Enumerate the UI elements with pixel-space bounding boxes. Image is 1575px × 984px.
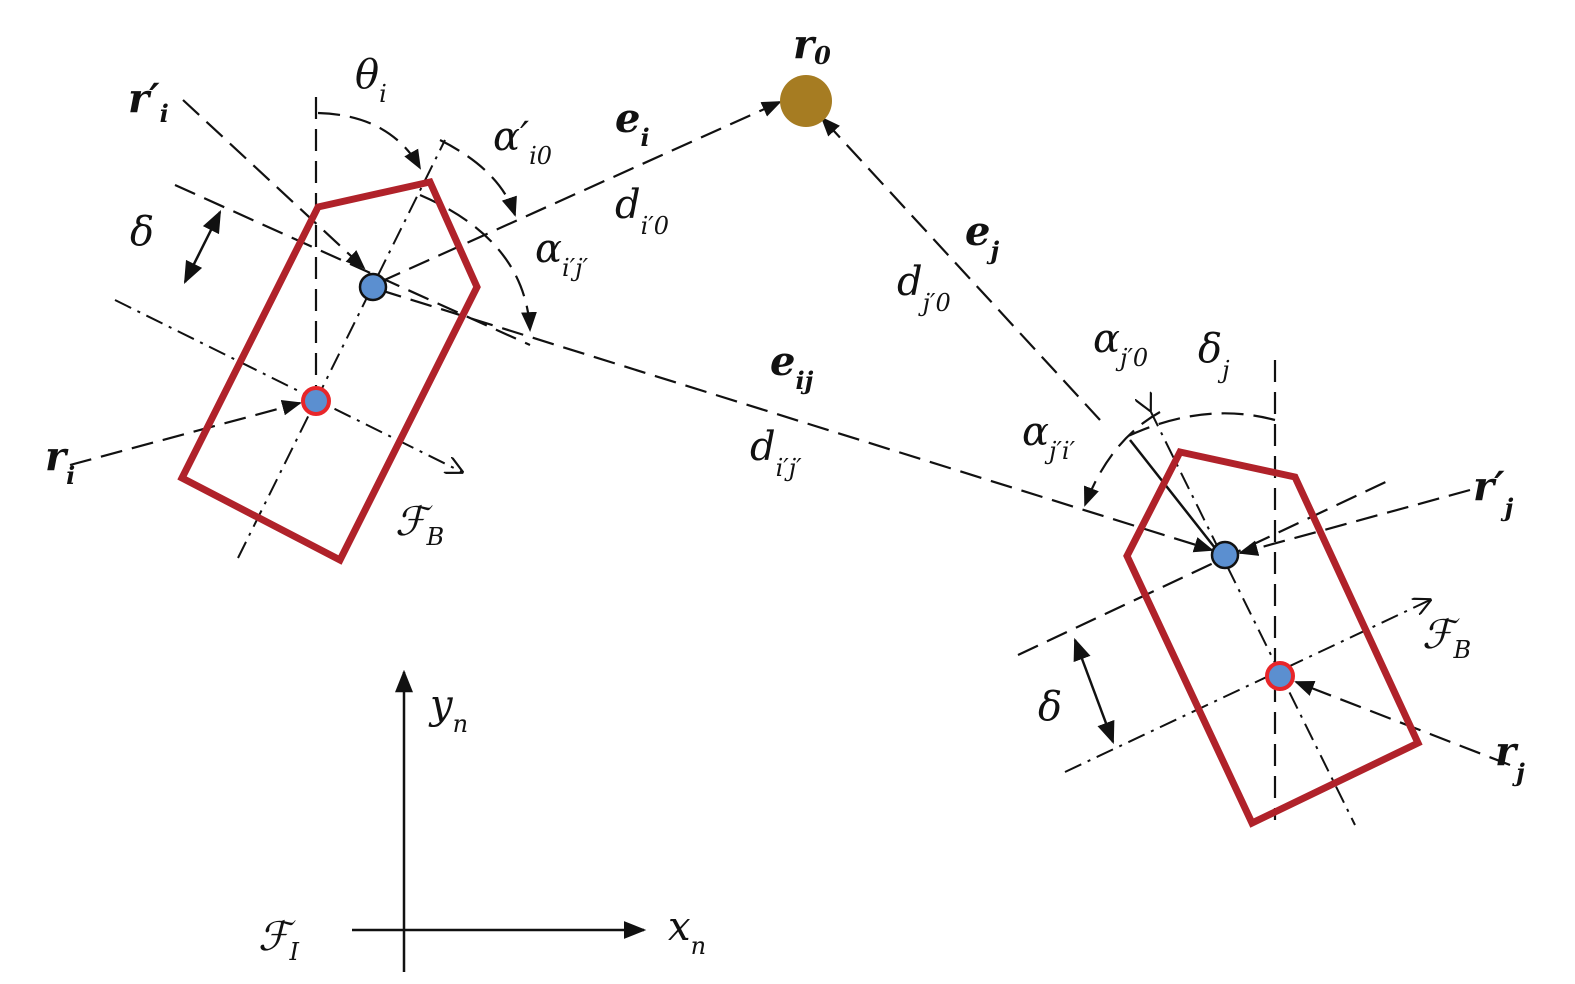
vehicle-j-body: [1123, 448, 1423, 828]
label-e-ij: eij: [770, 338, 814, 395]
label-F-B-right: ℱB: [1422, 612, 1471, 664]
virtual-point-i: [358, 272, 388, 302]
body-lateral-axis-i: [114, 299, 462, 472]
label-alpha-j0: αj′0: [1093, 316, 1148, 372]
label-e-j: ej: [965, 208, 999, 265]
body-axis-i: [237, 139, 446, 559]
body-lateral-axis-j: [1064, 600, 1430, 773]
label-d-ij: di′j′: [750, 424, 802, 482]
virtual-point-j: [1210, 540, 1240, 570]
label-F-B-left: ℱB: [395, 499, 444, 551]
label-r-j: rj: [1495, 728, 1525, 787]
label-x-n: xn: [668, 904, 706, 960]
alpha-ij-arc: [419, 193, 537, 332]
delta-j-arc: [1119, 412, 1276, 441]
label-delta-right: δ: [1038, 684, 1062, 730]
label-r-prime-j: r′j: [1473, 463, 1514, 522]
label-theta-i: θi: [355, 52, 387, 108]
vehicle-j-construction: [1017, 360, 1511, 826]
alpha-i0-arc: [439, 139, 517, 217]
label-F-I: ℱI: [258, 914, 299, 966]
vehicle-i-body: [177, 177, 481, 565]
alpha-ji-arc: [1083, 411, 1161, 507]
theta-i-arc: [317, 111, 421, 170]
delta-right-arrow: [1073, 637, 1115, 745]
label-r0: r0: [793, 21, 831, 70]
r-j-vector: [1294, 680, 1511, 767]
label-delta-j: δj: [1198, 326, 1230, 384]
label-y-n: yn: [428, 682, 468, 738]
label-r-i: ri: [45, 433, 75, 490]
vehicle-i-construction: [69, 97, 537, 559]
e-i-vector: [379, 100, 782, 284]
heading-line-j: [1129, 439, 1216, 549]
label-alpha-ji: αj′i′: [1022, 409, 1076, 465]
label-r-prime-i: r′i: [128, 75, 169, 128]
center-point-i: [301, 386, 331, 416]
r-prime-j-vector: [1238, 488, 1471, 556]
center-point-j: [1265, 661, 1295, 691]
label-delta-left: δ: [130, 209, 154, 255]
target-point-r0: [780, 75, 832, 127]
label-e-i: ei: [615, 95, 650, 152]
label-alpha-prime-i0: α′i0: [493, 114, 552, 170]
e-ij-vector: [379, 288, 1214, 553]
e-j-vector: [820, 116, 1101, 421]
offset-line-j: [1017, 479, 1391, 656]
delta-left-arrow: [183, 209, 222, 285]
label-d-i0: di′0: [615, 182, 669, 240]
r-i-vector: [69, 399, 302, 467]
body-axis-j: [1150, 410, 1356, 826]
r-prime-i-vector: [182, 99, 366, 270]
label-alpha-ij: αi′j′: [535, 226, 589, 282]
label-d-j0: dj′0: [897, 259, 951, 317]
